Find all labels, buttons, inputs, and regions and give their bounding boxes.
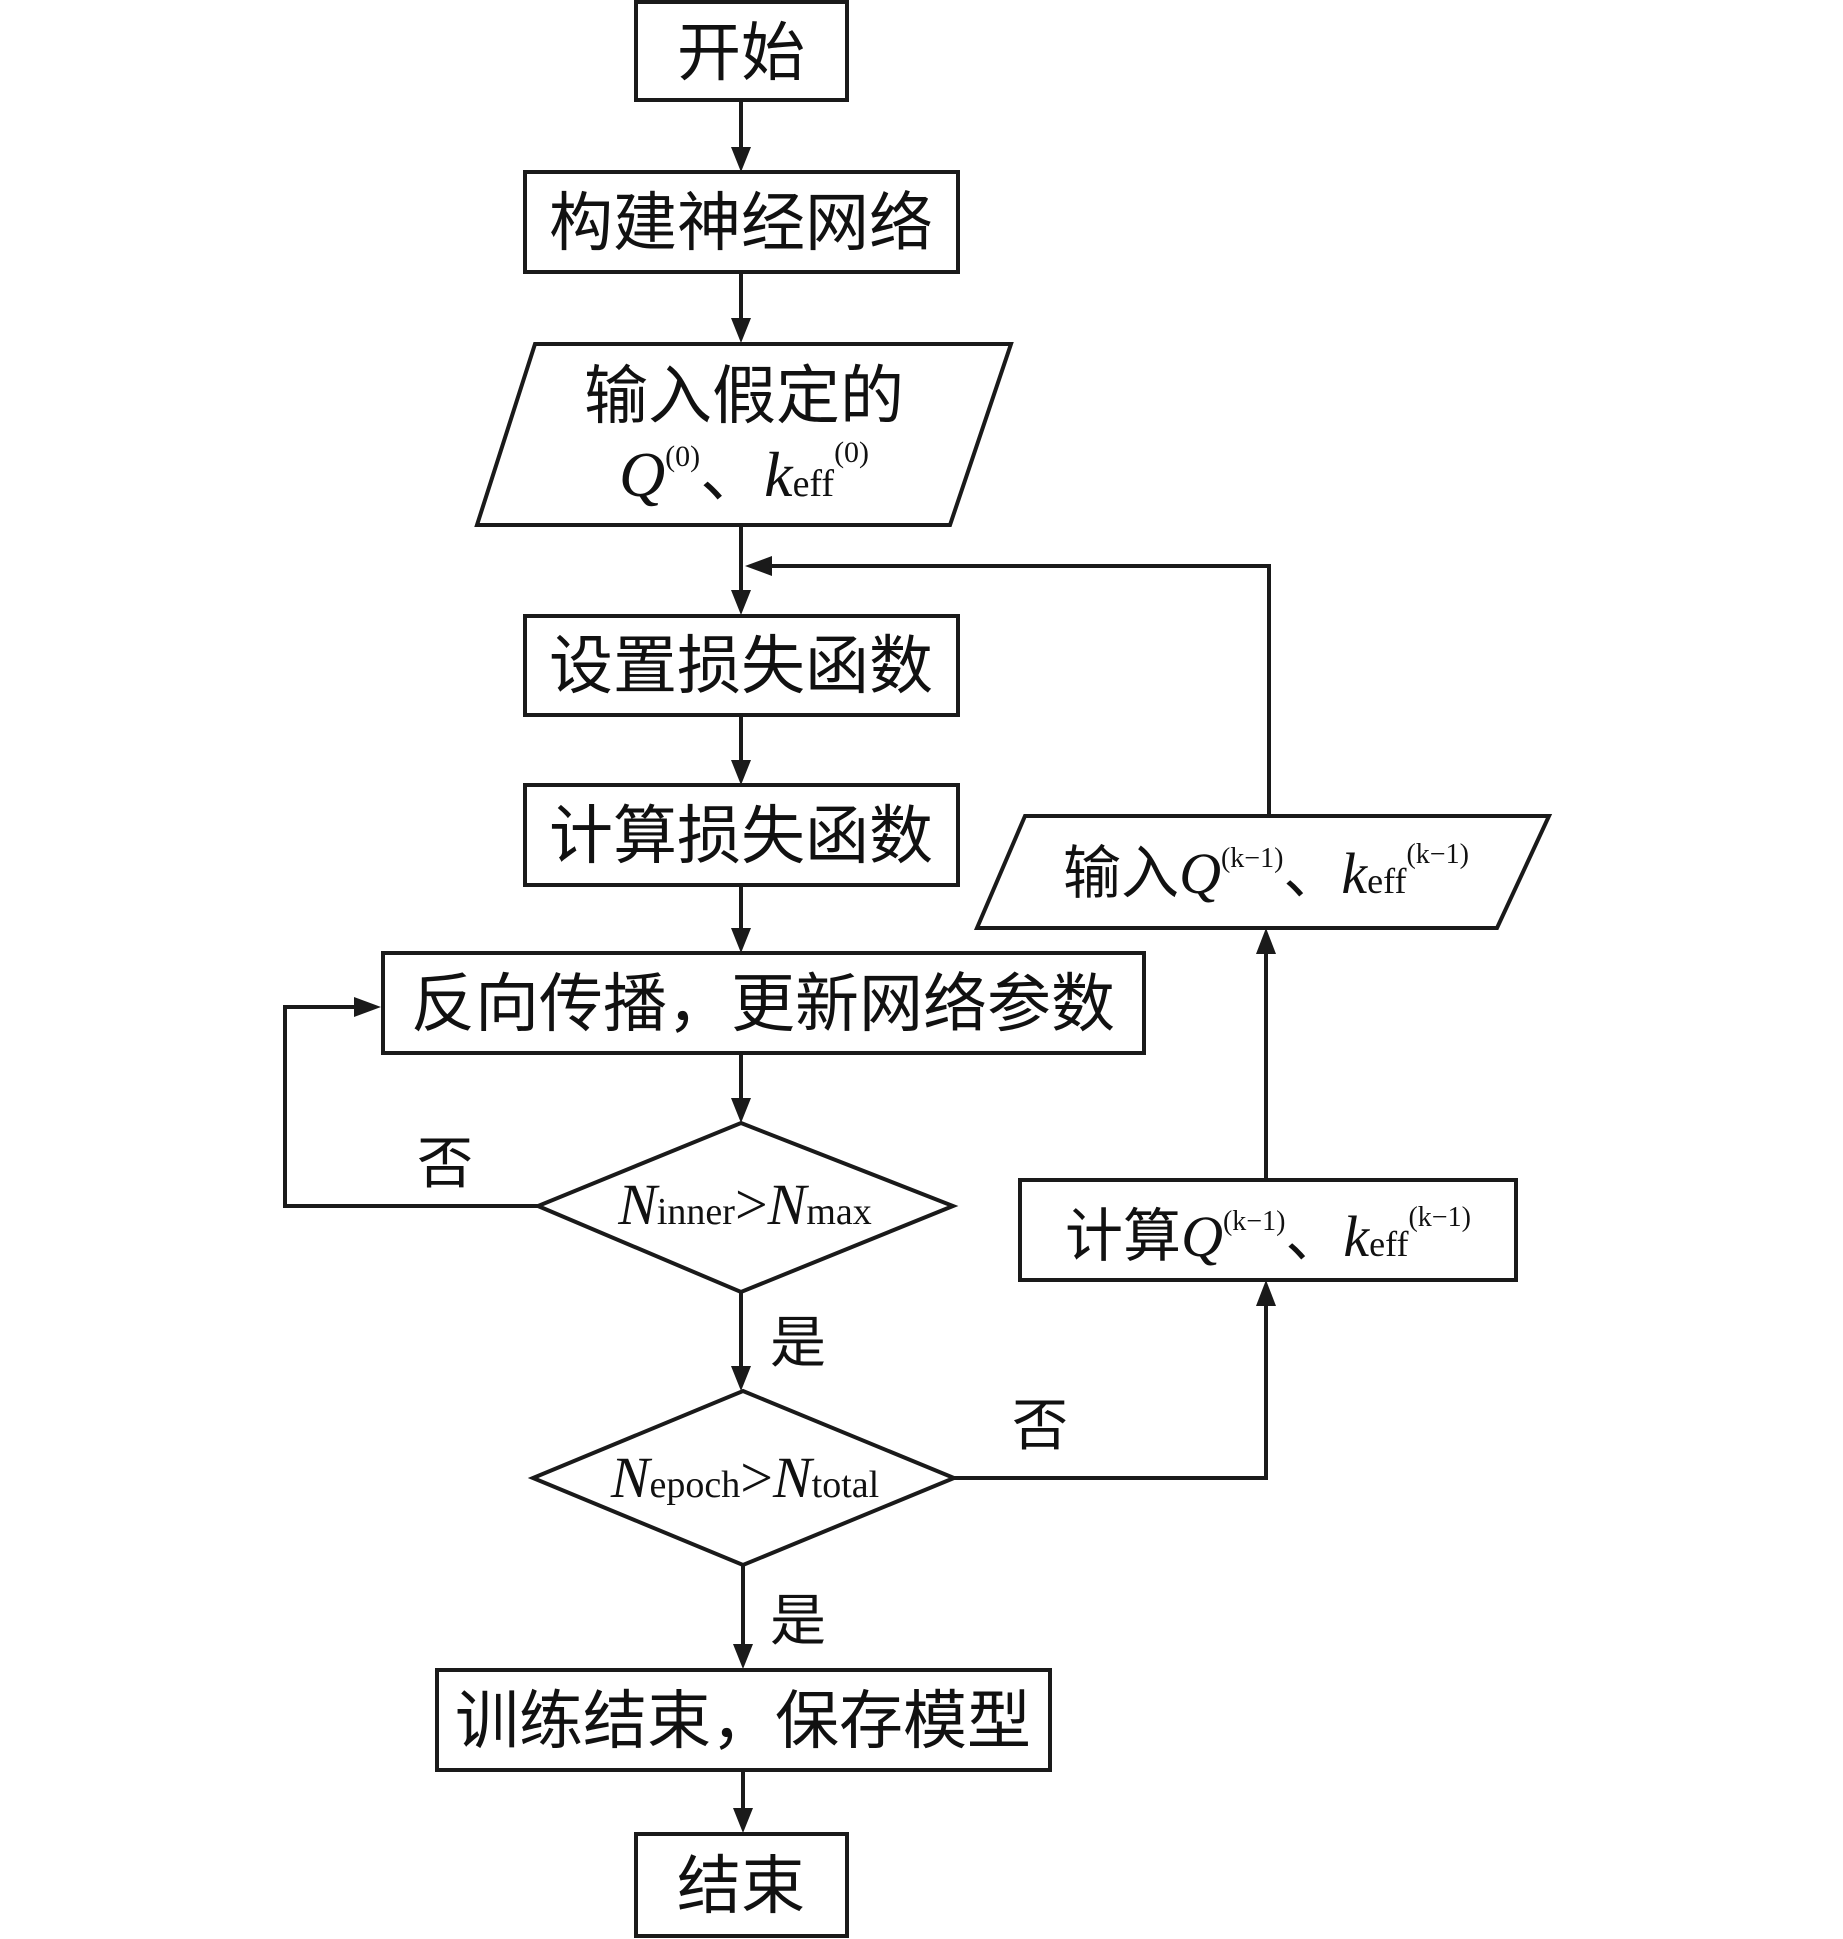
node-input-assumed-line1: 输入假定的 [584,360,904,434]
arrowhead-icon [731,590,751,615]
node-compute-q: 计算Q(k−1)、keff(k−1) [1018,1178,1518,1282]
node-backprop: 反向传播，更新网络参数 [381,951,1146,1055]
node-input-q-label: 输入Q(k−1)、keff(k−1) [1063,839,1469,907]
arrowhead-icon [733,1644,753,1669]
node-cond-inner-label: Ninner>Nmax [617,1172,872,1237]
arrowhead-icon [1256,1280,1276,1306]
arrowhead-icon [731,1098,751,1123]
edge-label-epoch-yes: 是 [770,1589,826,1654]
node-train-end: 训练结束，保存模型 [435,1668,1052,1772]
node-compute-q-label: 计算Q(k−1)、keff(k−1) [1065,1202,1471,1270]
node-start: 开始 [634,0,849,102]
arrowhead-icon [1256,928,1276,954]
node-set-loss-label: 设置损失函数 [549,630,933,704]
node-cond-epoch-label: Nepoch>Ntotal [610,1445,879,1510]
arrowhead-icon [354,997,381,1017]
arrowhead-icon [733,1808,753,1833]
arrowhead-icon [731,1366,751,1391]
node-cond-inner: Ninner>Nmax [532,1120,959,1295]
edge-inner-no-loop [283,1005,538,1208]
node-compute-loss-label: 计算损失函数 [549,800,933,874]
node-set-loss: 设置损失函数 [523,614,960,717]
node-backprop-label: 反向传播，更新网络参数 [411,968,1115,1042]
arrowhead-icon [731,928,751,953]
edge-label-inner-yes: 是 [770,1311,826,1376]
node-input-assumed-line2: Q(0)、keff(0) [619,436,869,512]
connectors [283,100,1276,1833]
node-end: 结束 [634,1832,849,1938]
node-end-label: 结束 [677,1850,805,1924]
edge-epoch-no [954,1304,1268,1480]
node-input-q: 输入Q(k−1)、keff(k−1) [973,814,1553,930]
node-input-assumed: 输入假定的 Q(0)、keff(0) [474,342,1014,527]
arrowhead-icon [731,147,751,172]
arrowhead-icon [731,318,751,343]
node-build-network-label: 构建神经网络 [549,187,933,261]
arrowhead-icon [731,760,751,785]
node-cond-epoch: Nepoch>Ntotal [527,1388,960,1568]
arrowhead-icon [745,556,772,576]
edge-label-inner-no: 否 [417,1132,473,1197]
node-start-label: 开始 [677,17,805,91]
edge-inputq-loop [770,564,1271,816]
node-compute-loss: 计算损失函数 [523,783,960,887]
edge-label-epoch-no: 否 [1012,1394,1068,1459]
node-train-end-label: 训练结束，保存模型 [455,1685,1031,1759]
node-build-network: 构建神经网络 [523,170,960,274]
